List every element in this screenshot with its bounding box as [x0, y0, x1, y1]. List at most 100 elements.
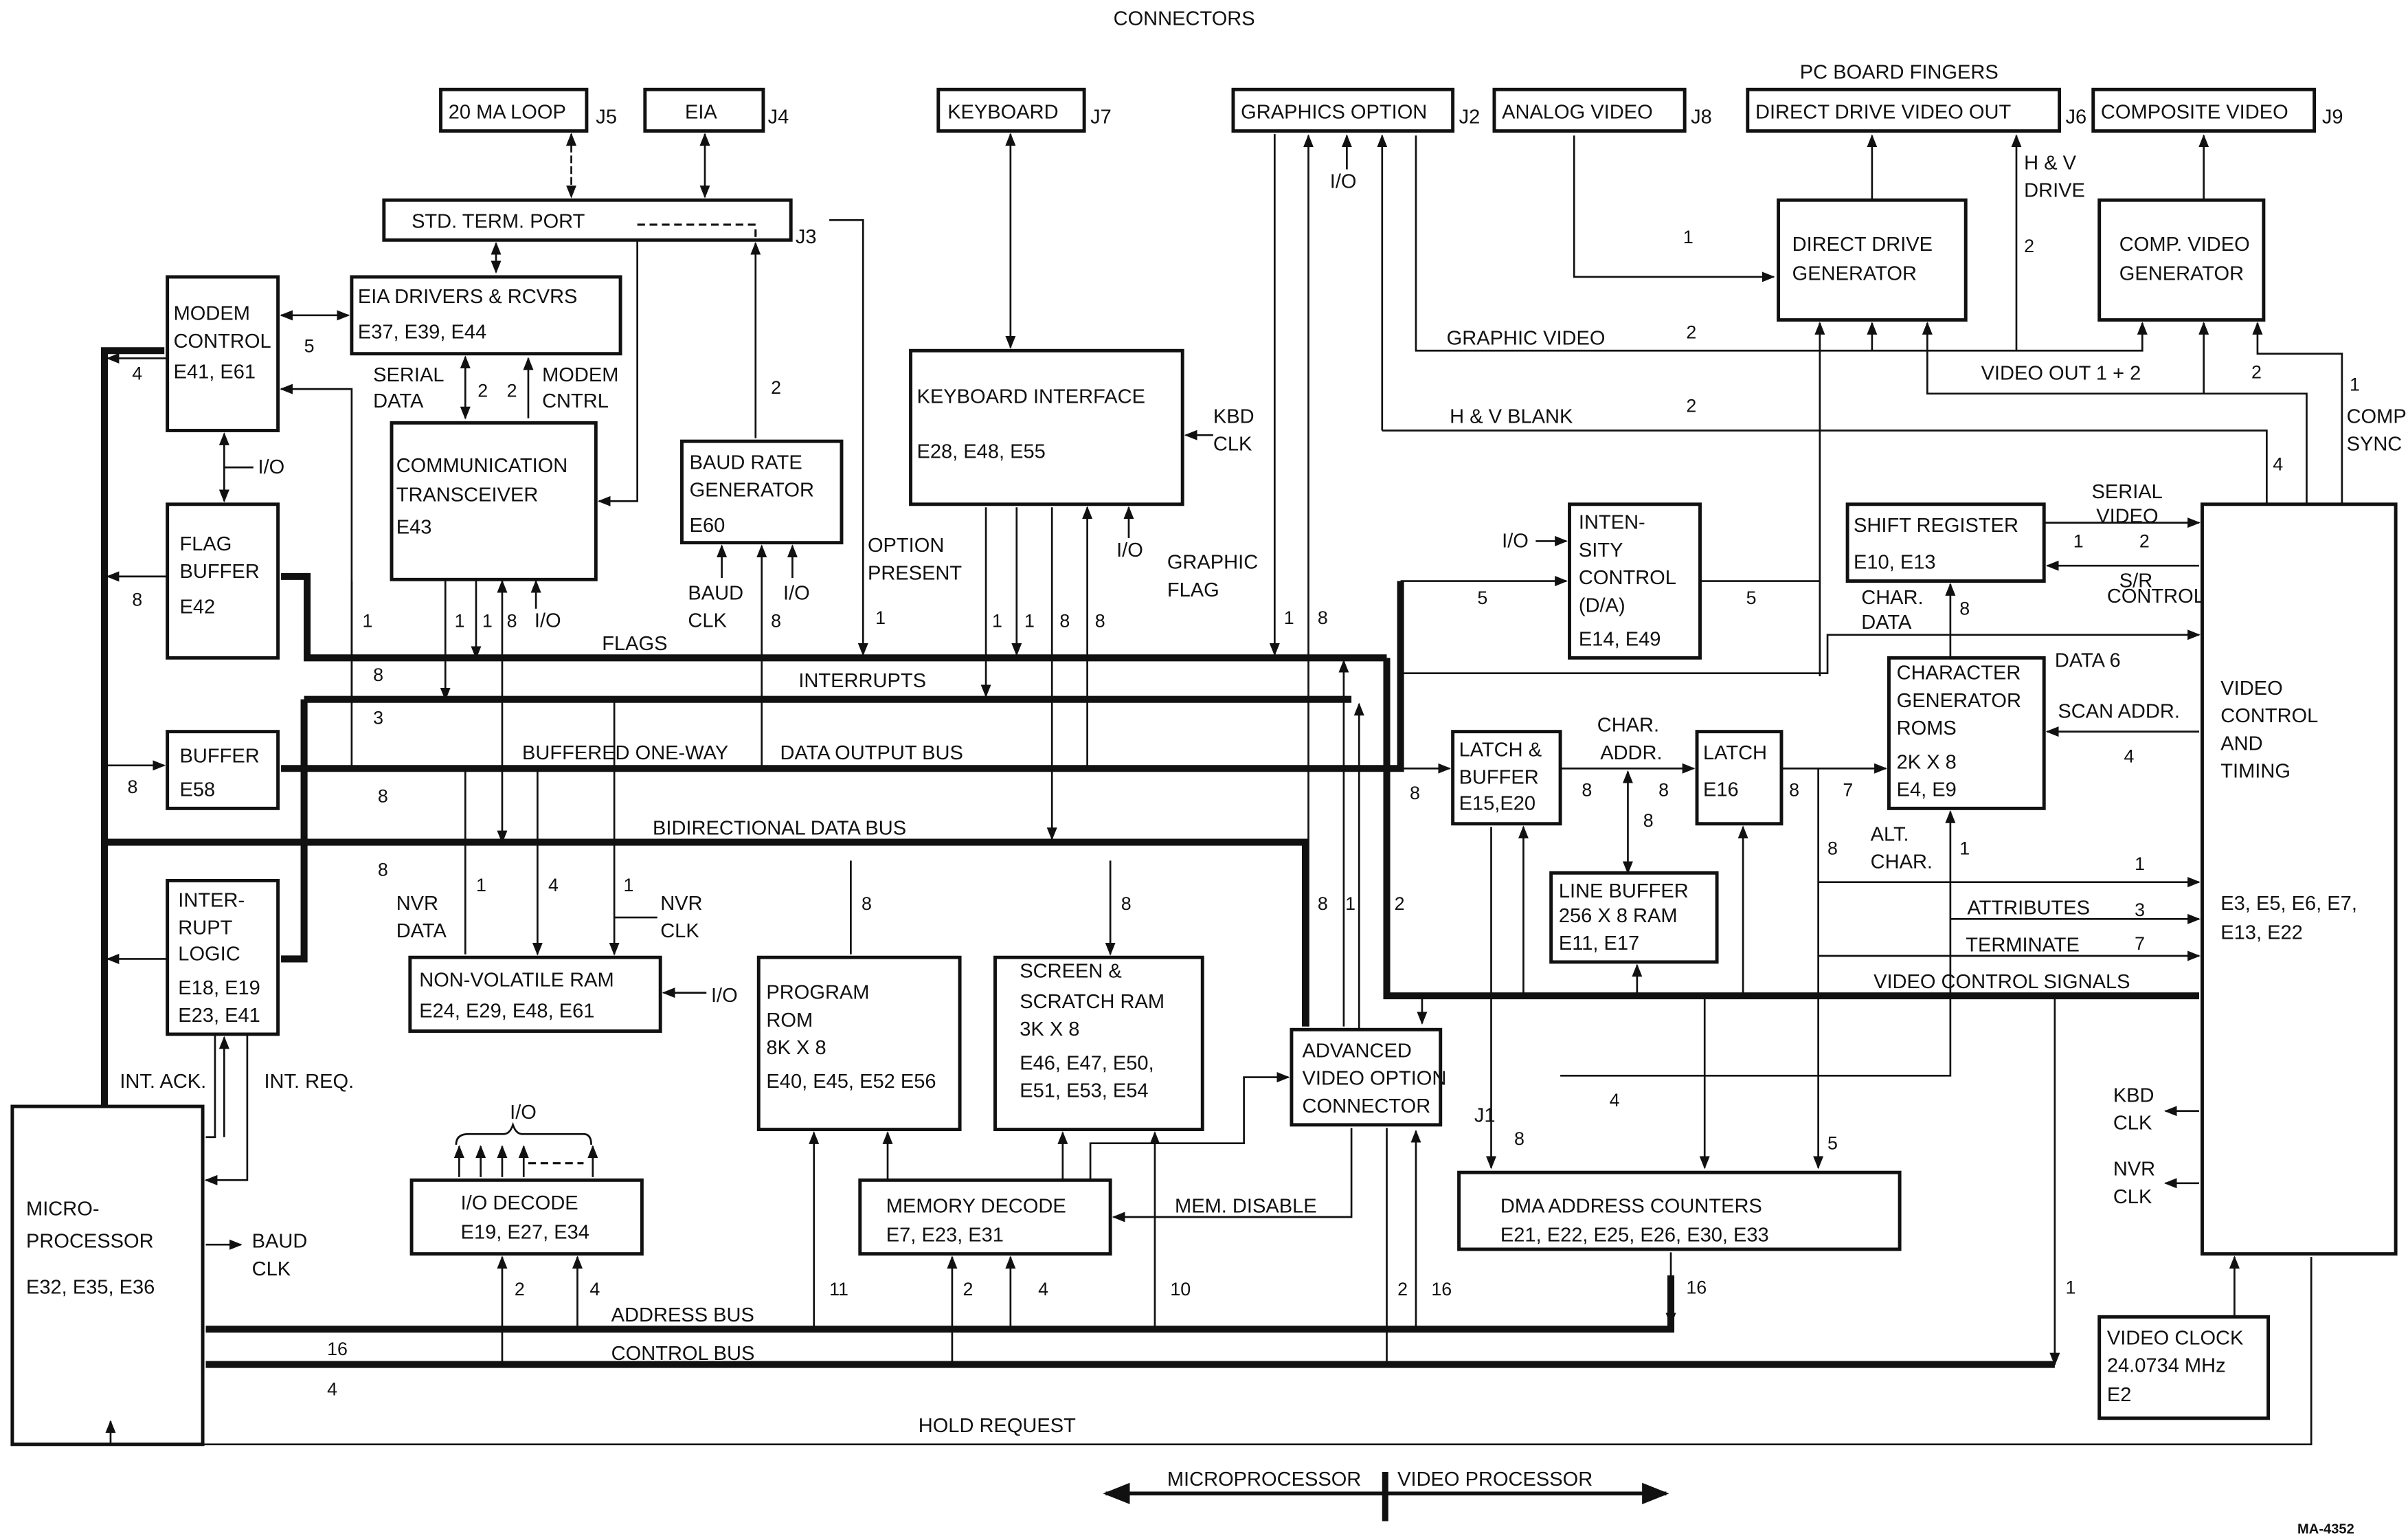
svg-text:4: 4 — [2273, 454, 2283, 475]
svg-text:SITY: SITY — [1579, 539, 1623, 561]
svg-text:COMPOSITE VIDEO: COMPOSITE VIDEO — [2101, 102, 2288, 124]
connector-keyboard: KEYBOARD J7 — [936, 87, 1112, 133]
svg-text:1: 1 — [2073, 531, 2084, 551]
svg-text:LOGIC: LOGIC — [178, 944, 240, 966]
svg-text:PROGRAM: PROGRAM — [766, 982, 869, 1004]
label-address-bus: ADDRESS BUS — [611, 1304, 754, 1326]
svg-text:8: 8 — [1643, 810, 1654, 831]
svg-text:CHARACTER: CHARACTER — [1897, 662, 2021, 684]
svg-text:OPTION: OPTION — [868, 535, 944, 557]
label-interrupts: INTERRUPTS — [798, 670, 926, 692]
svg-text:2: 2 — [1395, 893, 1405, 914]
svg-text:DATA 6: DATA 6 — [2055, 650, 2121, 672]
svg-text:1: 1 — [2135, 853, 2145, 874]
svg-text:BUFFER: BUFFER — [180, 561, 260, 583]
svg-text:PROCESSOR: PROCESSOR — [26, 1231, 154, 1253]
svg-text:J7: J7 — [1090, 106, 1112, 128]
svg-text:8: 8 — [132, 589, 142, 610]
svg-text:DIRECT DRIVE: DIRECT DRIVE — [1792, 234, 1933, 256]
block-keyboard-interface: KEYBOARD INTERFACE E28, E48, E55 — [909, 348, 1184, 506]
svg-text:1: 1 — [1284, 607, 1294, 628]
label-kbd-clk: KBD — [1213, 405, 1254, 427]
label-video-control-signals: VIDEO CONTROL SIGNALS — [1873, 971, 2130, 993]
svg-text:E16: E16 — [1703, 779, 1739, 801]
svg-text:5: 5 — [1477, 588, 1487, 608]
svg-text:J9: J9 — [2322, 106, 2343, 128]
svg-text:VIDEO: VIDEO — [2096, 506, 2158, 528]
svg-text:2: 2 — [507, 380, 517, 401]
svg-text:1: 1 — [2066, 1277, 2076, 1298]
svg-text:8: 8 — [378, 785, 388, 806]
svg-text:I/O: I/O — [1116, 539, 1143, 561]
svg-text:4: 4 — [1038, 1279, 1048, 1299]
svg-text:INT. ACK.: INT. ACK. — [120, 1071, 206, 1093]
svg-text:I/O: I/O — [1502, 530, 1529, 552]
svg-text:GENERATOR: GENERATOR — [2119, 263, 2244, 284]
svg-text:8: 8 — [1658, 780, 1669, 801]
svg-text:8: 8 — [1121, 893, 1132, 914]
svg-text:GRAPHIC: GRAPHIC — [1167, 552, 1258, 574]
svg-text:E42: E42 — [180, 596, 216, 618]
block-memory-decode: MEMORY DECODE E7, E23, E31 — [858, 1178, 1112, 1256]
svg-text:ATTRIBUTES: ATTRIBUTES — [1967, 897, 2090, 919]
svg-text:E37, E39, E44: E37, E39, E44 — [358, 321, 486, 343]
svg-text:E60: E60 — [690, 515, 725, 537]
svg-text:10: 10 — [1170, 1279, 1191, 1299]
svg-text:COMMUNICATION: COMMUNICATION — [396, 455, 568, 477]
block-video-control-timing: VIDEO CONTROL AND TIMING E3, E5, E6, E7,… — [2201, 502, 2398, 1256]
svg-text:DATA: DATA — [396, 920, 447, 942]
svg-text:16: 16 — [327, 1339, 348, 1359]
title-pc-board-fingers: PC BOARD FINGERS — [1800, 62, 1999, 84]
svg-text:5: 5 — [1827, 1133, 1838, 1154]
svg-text:S/R: S/R — [2119, 570, 2152, 592]
svg-text:J1: J1 — [1474, 1104, 1496, 1126]
svg-text:ADDR.: ADDR. — [1600, 742, 1662, 764]
svg-text:2K X 8: 2K X 8 — [1897, 751, 1957, 773]
svg-text:J5: J5 — [596, 106, 617, 128]
svg-text:BUFFER: BUFFER — [1459, 767, 1539, 789]
svg-text:NVR: NVR — [2113, 1159, 2155, 1181]
svg-text:VIDEO CLOCK: VIDEO CLOCK — [2107, 1328, 2244, 1350]
svg-text:E43: E43 — [396, 516, 432, 538]
svg-text:CLK: CLK — [660, 920, 699, 942]
svg-text:1: 1 — [455, 611, 465, 632]
svg-text:E58: E58 — [180, 779, 216, 801]
svg-text:5: 5 — [304, 335, 315, 356]
label-hv-blank: H & V BLANK — [1450, 405, 1573, 427]
label-video-processor-side: VIDEO PROCESSOR — [1397, 1469, 1593, 1491]
svg-text:8: 8 — [378, 860, 388, 880]
svg-text:J3: J3 — [796, 226, 817, 248]
svg-text:MICRO-: MICRO- — [26, 1198, 100, 1220]
connector-20ma-loop: 20 MA LOOP J5 — [439, 87, 617, 133]
svg-text:11: 11 — [829, 1279, 848, 1299]
svg-text:2: 2 — [1686, 396, 1696, 416]
svg-text:EIA DRIVERS & RCVRS: EIA DRIVERS & RCVRS — [358, 286, 578, 308]
block-latch-buffer: LATCH & BUFFER E15,E20 — [1451, 730, 1562, 826]
svg-text:8: 8 — [1959, 599, 1970, 619]
block-dma-address-counters: DMA ADDRESS COUNTERS E21, E22, E25, E26,… — [1457, 1170, 1902, 1251]
svg-text:2: 2 — [2139, 531, 2150, 551]
label-video-out: VIDEO OUT 1 + 2 — [1981, 363, 2141, 385]
svg-text:EIA: EIA — [685, 102, 717, 124]
svg-text:5: 5 — [1746, 588, 1757, 608]
svg-text:4: 4 — [2124, 746, 2134, 766]
svg-text:1: 1 — [476, 875, 486, 895]
svg-text:SCREEN &: SCREEN & — [1020, 960, 1122, 982]
svg-text:E4, E9: E4, E9 — [1897, 779, 1957, 801]
svg-text:8: 8 — [1514, 1128, 1524, 1149]
svg-text:I/O DECODE: I/O DECODE — [461, 1192, 578, 1214]
svg-text:E24, E29, E48, E61: E24, E29, E48, E61 — [419, 1000, 594, 1022]
svg-text:2: 2 — [1397, 1279, 1408, 1299]
svg-text:1: 1 — [875, 607, 886, 628]
svg-text:2: 2 — [515, 1279, 525, 1299]
svg-text:CONTROL: CONTROL — [2107, 585, 2205, 607]
svg-text:J8: J8 — [1691, 106, 1712, 128]
svg-text:DMA ADDRESS COUNTERS: DMA ADDRESS COUNTERS — [1500, 1195, 1762, 1217]
svg-text:16: 16 — [1686, 1277, 1707, 1298]
svg-text:SCRATCH RAM: SCRATCH RAM — [1020, 991, 1164, 1013]
svg-text:E18, E19: E18, E19 — [178, 977, 260, 999]
block-char-gen-roms: CHARACTER GENERATOR ROMS 2K X 8 E4, E9 — [1887, 656, 2046, 810]
label-modem-cntrl: MODEM — [542, 364, 618, 386]
svg-text:I/O: I/O — [1330, 170, 1357, 192]
svg-text:J2: J2 — [1459, 106, 1481, 128]
